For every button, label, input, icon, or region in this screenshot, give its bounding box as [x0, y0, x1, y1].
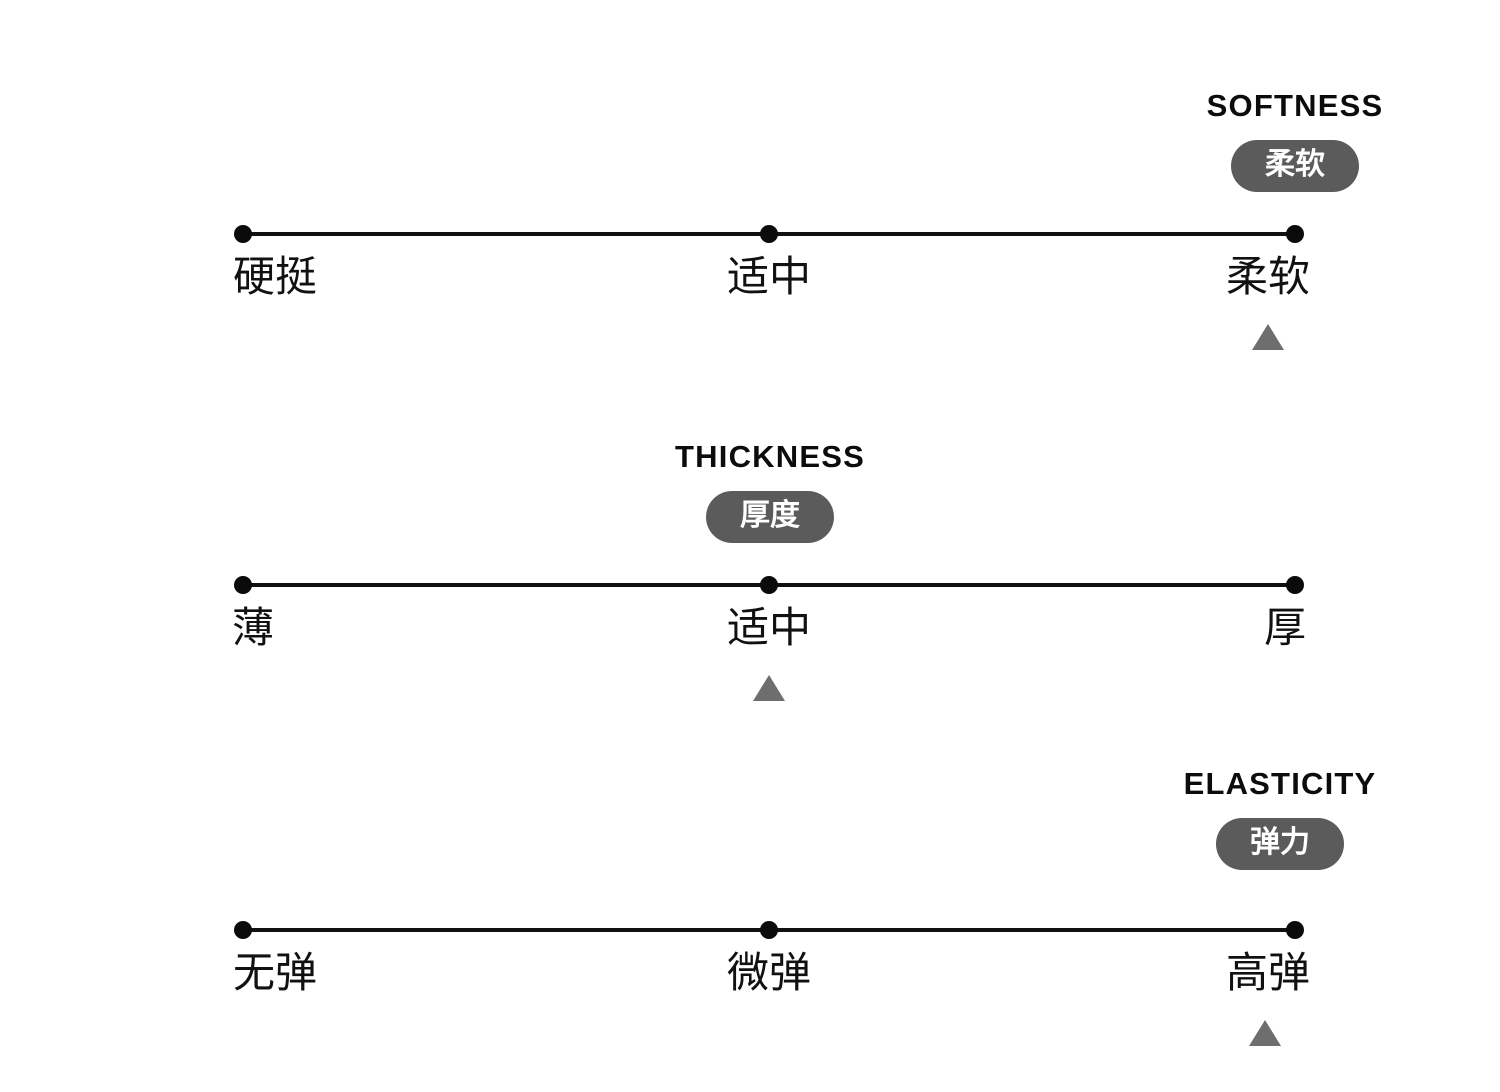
thickness-label-middle: 适中	[726, 603, 812, 652]
thickness-label-right: 厚	[1263, 603, 1307, 652]
elasticity-label-left: 无弹	[232, 948, 318, 997]
elasticity-badge-cn: 弹力	[1216, 818, 1344, 871]
softness-scale-dot-right[interactable]	[1286, 225, 1304, 243]
elasticity-selected-marker-triangle-icon	[1249, 1020, 1281, 1046]
softness-badge-cn: 柔软	[1231, 140, 1359, 193]
softness-scale-dot-middle[interactable]	[760, 225, 778, 243]
thickness-badge-cn: 厚度	[706, 491, 834, 544]
elasticity-scale-dot-middle[interactable]	[760, 921, 778, 939]
elasticity-scale-dot-left[interactable]	[234, 921, 252, 939]
elasticity-header: ELASTICITY 弹力	[1095, 766, 1465, 871]
softness-label-middle: 适中	[726, 252, 812, 301]
softness-title-en: SOFTNESS	[1206, 88, 1384, 123]
softness-label-right: 柔软	[1225, 252, 1311, 301]
elasticity-scale-dot-right[interactable]	[1286, 921, 1304, 939]
thickness-scale-dot-middle[interactable]	[760, 576, 778, 594]
thickness-selected-marker-triangle-icon	[753, 675, 785, 701]
elasticity-title-en: ELASTICITY	[1183, 766, 1377, 801]
thickness-title-en: THICKNESS	[675, 439, 865, 474]
thickness-header: THICKNESS 厚度	[585, 439, 955, 544]
softness-header: SOFTNESS 柔软	[1110, 88, 1480, 193]
softness-selected-marker-triangle-icon	[1252, 324, 1284, 350]
thickness-scale-dot-right[interactable]	[1286, 576, 1304, 594]
elasticity-label-middle: 微弹	[726, 948, 812, 997]
softness-label-left: 硬挺	[232, 252, 318, 301]
elasticity-label-right: 高弹	[1225, 948, 1311, 997]
thickness-scale-dot-left[interactable]	[234, 576, 252, 594]
thickness-label-left: 薄	[231, 603, 275, 652]
softness-scale-dot-left[interactable]	[234, 225, 252, 243]
